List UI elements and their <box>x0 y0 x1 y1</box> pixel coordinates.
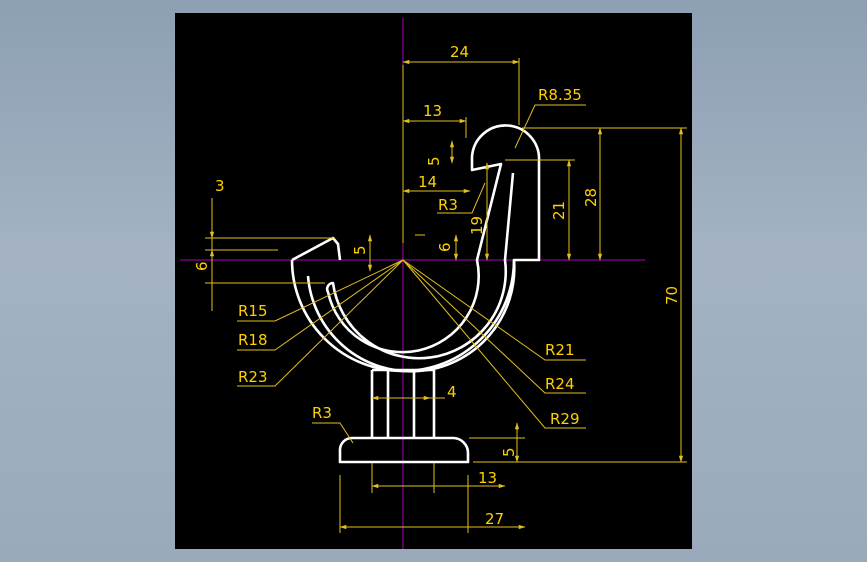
hook-outer-contour <box>290 124 541 373</box>
dim-70: 70 <box>663 286 681 305</box>
dim-3: 3 <box>215 177 225 195</box>
r3-bottom-leader <box>312 422 354 444</box>
dim-r15: R15 <box>238 302 268 320</box>
dim-13-bottom: 13 <box>478 469 497 487</box>
dim-r18: R18 <box>238 331 268 349</box>
dim-6-left: 6 <box>193 261 211 271</box>
dim-r24: R24 <box>545 375 575 393</box>
dim-13-top: 13 <box>423 102 442 120</box>
dim-14: 14 <box>418 173 437 191</box>
dim-r29: R29 <box>550 410 580 428</box>
r23-leader <box>237 259 404 387</box>
dim-4: 4 <box>447 383 457 401</box>
dim-5-top: 5 <box>425 156 443 166</box>
cad-drawing: 24 R8.35 13 5 14 R3 19 21 28 6 5 3 6 R15… <box>180 18 687 549</box>
dim-5-left: 5 <box>351 245 369 255</box>
r21-leader <box>402 259 586 361</box>
dim-21: 21 <box>550 201 568 220</box>
foot <box>338 436 470 464</box>
dim-r3-bottom: R3 <box>312 404 332 422</box>
dimension-lines <box>205 58 687 533</box>
dimension-labels: 24 R8.35 13 5 14 R3 19 21 28 6 5 3 6 R15… <box>193 43 681 528</box>
dim-r3-top: R3 <box>438 196 458 214</box>
r29-leader <box>402 259 586 429</box>
r24-leader <box>402 259 586 394</box>
r15-leader <box>237 259 404 322</box>
r3-top-leader <box>437 182 486 214</box>
dim-6-mid: 6 <box>436 242 454 252</box>
dim-19: 19 <box>468 216 486 235</box>
dim-5-bottom: 5 <box>500 447 518 457</box>
dim-r23: R23 <box>238 368 268 386</box>
dim-27: 27 <box>485 510 504 528</box>
r18-leader <box>237 259 404 351</box>
hook-inner-channel <box>291 236 342 262</box>
stem <box>370 368 436 438</box>
dim-28: 28 <box>582 188 600 207</box>
part-outline <box>290 124 541 464</box>
dim-24: 24 <box>450 43 469 61</box>
cad-viewport[interactable]: 24 R8.35 13 5 14 R3 19 21 28 6 5 3 6 R15… <box>175 13 692 549</box>
r835-leader <box>514 104 586 149</box>
dim-r21: R21 <box>545 341 575 359</box>
dim-r835: R8.35 <box>538 86 582 104</box>
